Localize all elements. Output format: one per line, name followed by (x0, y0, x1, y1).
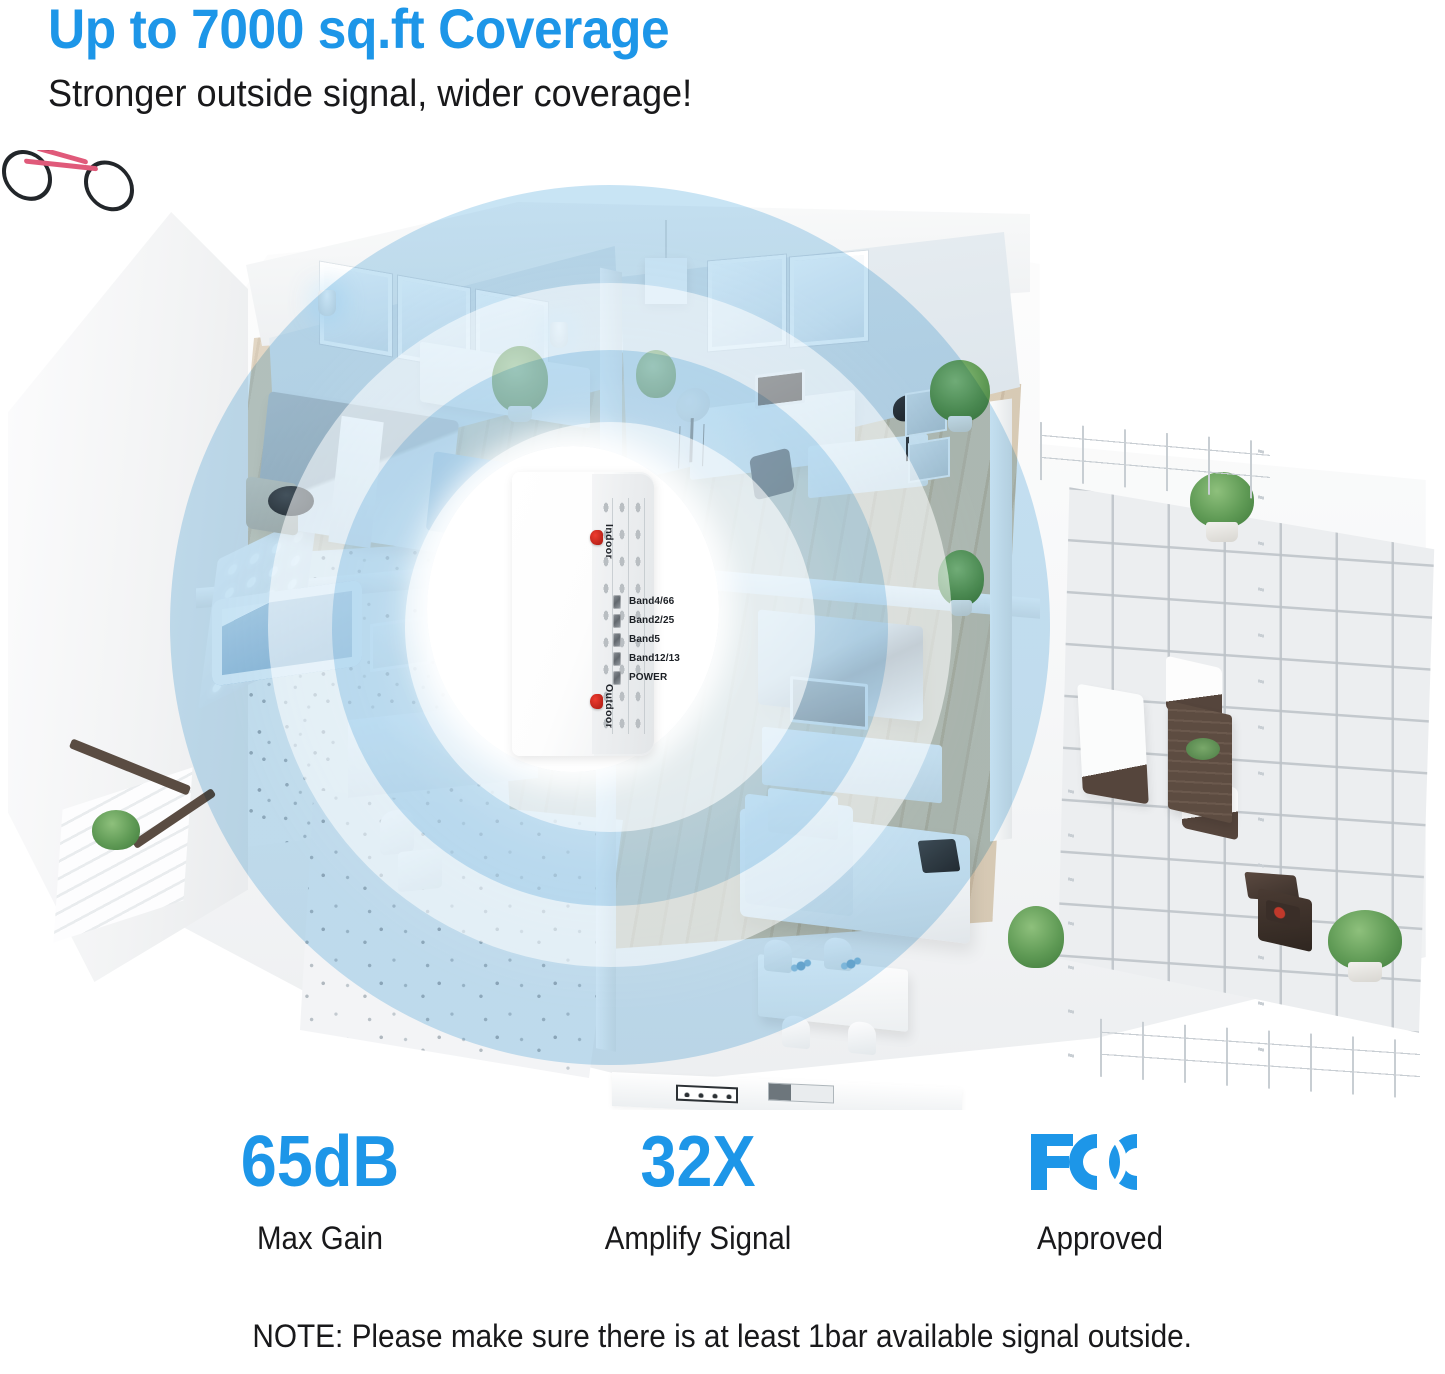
ventilation-grill (598, 494, 646, 738)
coffee-table (768, 787, 838, 841)
plant-pot (948, 416, 972, 432)
potted-plant (92, 810, 140, 850)
stat-caption: Approved (1036, 1220, 1164, 1256)
led-label: Band12/13 (629, 653, 680, 664)
feature-stats: 65dB Max Gain 32X Amplify Signal A (0, 1110, 1445, 1270)
table-lamp (268, 486, 314, 516)
led-indicator-list: Band4/66 Band2/25 Band5 Band12/13 (613, 592, 680, 687)
potted-plant (1008, 906, 1064, 968)
device-focus-circle: Indoor Band4/66 Band2/25 Band5 (427, 446, 719, 772)
page-subtitle: Stronger outside signal, wider coverage! (48, 73, 693, 115)
wall-sconce (550, 322, 568, 348)
stove-icon (676, 1084, 738, 1104)
dining-chair (782, 1014, 810, 1050)
power-led-icon (613, 670, 621, 685)
signal-booster-device: Indoor Band4/66 Band2/25 Band5 (512, 472, 680, 756)
led-label: Band2/25 (629, 615, 675, 626)
band-led-icon (613, 613, 621, 628)
sink-icon (768, 1082, 834, 1104)
indoor-antenna-port[interactable] (590, 530, 603, 545)
shower-tray (370, 615, 430, 673)
led-row: Band5 (613, 630, 680, 649)
page-title: Up to 7000 sq.ft Coverage (48, 0, 670, 60)
terrace-railing (1100, 1018, 1420, 1100)
outdoor-lounger (1077, 683, 1149, 805)
wall-sconce (318, 290, 336, 316)
apartment-floorplan-3d (0, 150, 1445, 1110)
stat-amplify-signal: 32X Amplify Signal (528, 1126, 868, 1257)
footer-note: NOTE: Please make sure there is at least… (0, 1318, 1445, 1355)
interior-partition (990, 398, 1012, 842)
wall-art (908, 436, 950, 484)
cushion (917, 838, 961, 874)
potted-plant (636, 350, 676, 398)
washing-machine (398, 847, 442, 893)
potted-plant (492, 346, 548, 412)
led-row: Band4/66 (613, 592, 680, 611)
window (708, 254, 786, 352)
stat-fcc-approved: Approved (930, 1126, 1270, 1257)
plant-pot (508, 406, 532, 422)
stat-caption: Amplify Signal (604, 1220, 792, 1256)
band-led-icon (613, 594, 621, 609)
band-led-icon (613, 632, 621, 647)
stat-max-gain: 65dB Max Gain (150, 1126, 490, 1257)
outdoor-table (1168, 700, 1232, 824)
potted-plant (938, 550, 984, 606)
indoor-port-label: Indoor (603, 524, 615, 560)
potted-plant (930, 360, 990, 422)
plant-pot (1348, 962, 1382, 982)
toilet (380, 808, 414, 856)
coverage-illustration: Indoor Band4/66 Band2/25 Band5 (0, 150, 1445, 1110)
pendant-lamp (645, 220, 687, 304)
band-led-icon (613, 651, 621, 666)
terrace-railing (1068, 789, 1074, 1091)
led-label: POWER (629, 672, 668, 683)
plant-pot (950, 600, 972, 616)
dining-chair (848, 1020, 876, 1056)
outdoor-antenna-port[interactable] (590, 694, 603, 709)
vent-rib (628, 498, 629, 734)
stat-value: 32X (640, 1122, 756, 1202)
vent-rib (612, 498, 613, 734)
potted-plant (1328, 910, 1402, 970)
outdoor-port-label: Outdoor (603, 684, 615, 729)
led-label: Band5 (629, 634, 661, 645)
device-front-face (512, 472, 594, 756)
led-row: Band2/25 (613, 611, 680, 630)
terrace-railing (1258, 449, 1264, 1061)
led-row: POWER (613, 668, 680, 687)
flower-vase (838, 954, 864, 974)
monitor (755, 368, 805, 410)
stat-caption: Max Gain (257, 1220, 383, 1256)
led-row: Band12/13 (613, 649, 680, 668)
stat-value: 65dB (240, 1122, 400, 1202)
footer-note-text: NOTE: Please make sure there is at least… (252, 1318, 1193, 1354)
bicycle (0, 150, 140, 222)
plant-pot (1206, 522, 1238, 542)
led-label: Band4/66 (629, 596, 675, 607)
vent-rib (644, 498, 645, 734)
flower-vase (788, 956, 814, 976)
fcc-logo-icon (930, 1126, 1270, 1198)
table-centerpiece-plant (1186, 738, 1220, 760)
second-bathroom-floor (300, 790, 623, 1078)
window (790, 250, 868, 348)
television (790, 675, 868, 731)
